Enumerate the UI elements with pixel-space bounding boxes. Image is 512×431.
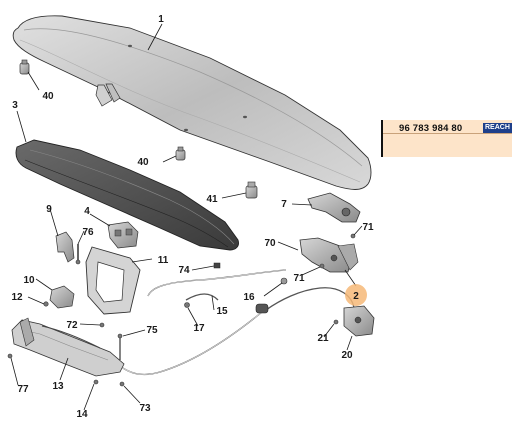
screw-72 <box>99 322 105 328</box>
callout-4[interactable]: 4 <box>84 206 90 217</box>
bump-stop-40-upper <box>19 59 30 75</box>
lower-bracket-13 <box>11 317 125 377</box>
clip-74 <box>213 262 221 269</box>
part-number: 96 783 984 80 <box>399 123 463 134</box>
screw-12 <box>43 301 49 307</box>
callout-40-upper[interactable]: 40 <box>42 91 54 102</box>
striker-7 <box>307 192 361 223</box>
callout-73[interactable]: 73 <box>139 403 151 414</box>
screw-71-b <box>319 263 325 269</box>
latch-10 <box>49 285 75 309</box>
callout-40-lower[interactable]: 40 <box>137 157 149 168</box>
callout-72[interactable]: 72 <box>66 320 78 331</box>
rod <box>41 325 101 349</box>
callout-74[interactable]: 74 <box>178 265 190 276</box>
callout-9[interactable]: 9 <box>46 204 52 215</box>
callout-2-highlight <box>345 284 367 306</box>
callout-76[interactable]: 76 <box>82 227 94 238</box>
callout-labels: 1 3 40 40 41 7 71 70 71 9 4 76 11 74 10 … <box>11 14 374 420</box>
leader-lines <box>10 23 363 411</box>
callout-1[interactable]: 1 <box>158 14 164 25</box>
screw-14 <box>93 379 99 385</box>
bracket-4 <box>107 221 139 249</box>
callout-15[interactable]: 15 <box>216 306 228 317</box>
reference-divider <box>383 133 512 134</box>
callout-14[interactable]: 14 <box>76 409 88 420</box>
callout-71-upper[interactable]: 71 <box>362 222 374 233</box>
callout-2[interactable]: 2 <box>353 291 359 302</box>
callout-71-lower[interactable]: 71 <box>293 273 305 284</box>
support-frame-11 <box>85 246 141 315</box>
callout-12[interactable]: 12 <box>11 292 23 303</box>
screw-75 <box>117 333 123 360</box>
callout-75[interactable]: 75 <box>146 325 158 336</box>
callout-11[interactable]: 11 <box>158 255 169 266</box>
lower-latch-20 <box>343 305 375 337</box>
callout-17[interactable]: 17 <box>193 323 205 334</box>
callout-7[interactable]: 7 <box>281 199 287 210</box>
screw-21 <box>333 319 339 325</box>
bonnet-lock-70 <box>299 237 359 273</box>
callout-77[interactable]: 77 <box>17 384 29 395</box>
callout-21[interactable]: 21 <box>317 333 329 344</box>
part-reference-panel[interactable]: 96 783 984 80 REACH <box>381 120 512 157</box>
reach-badge: REACH <box>483 123 512 133</box>
bracket-9 <box>55 231 75 263</box>
bump-stop-40-lower <box>175 146 186 161</box>
callout-13[interactable]: 13 <box>52 381 64 392</box>
bonnet-panel <box>12 15 372 190</box>
bump-stop-41 <box>245 181 258 199</box>
callout-16[interactable]: 16 <box>243 292 255 303</box>
screw-73 <box>119 381 125 387</box>
callout-10[interactable]: 10 <box>23 275 35 286</box>
release-cable-15 <box>147 269 287 301</box>
callout-3[interactable]: 3 <box>12 100 18 111</box>
clip-17 <box>184 302 190 308</box>
callout-20[interactable]: 20 <box>341 350 353 361</box>
screw-77 <box>7 353 13 359</box>
callout-70[interactable]: 70 <box>264 238 276 249</box>
grommet-16 <box>280 277 288 285</box>
insulation-pad <box>15 139 239 251</box>
callout-41[interactable]: 41 <box>206 194 218 205</box>
stud-76 <box>75 244 81 265</box>
